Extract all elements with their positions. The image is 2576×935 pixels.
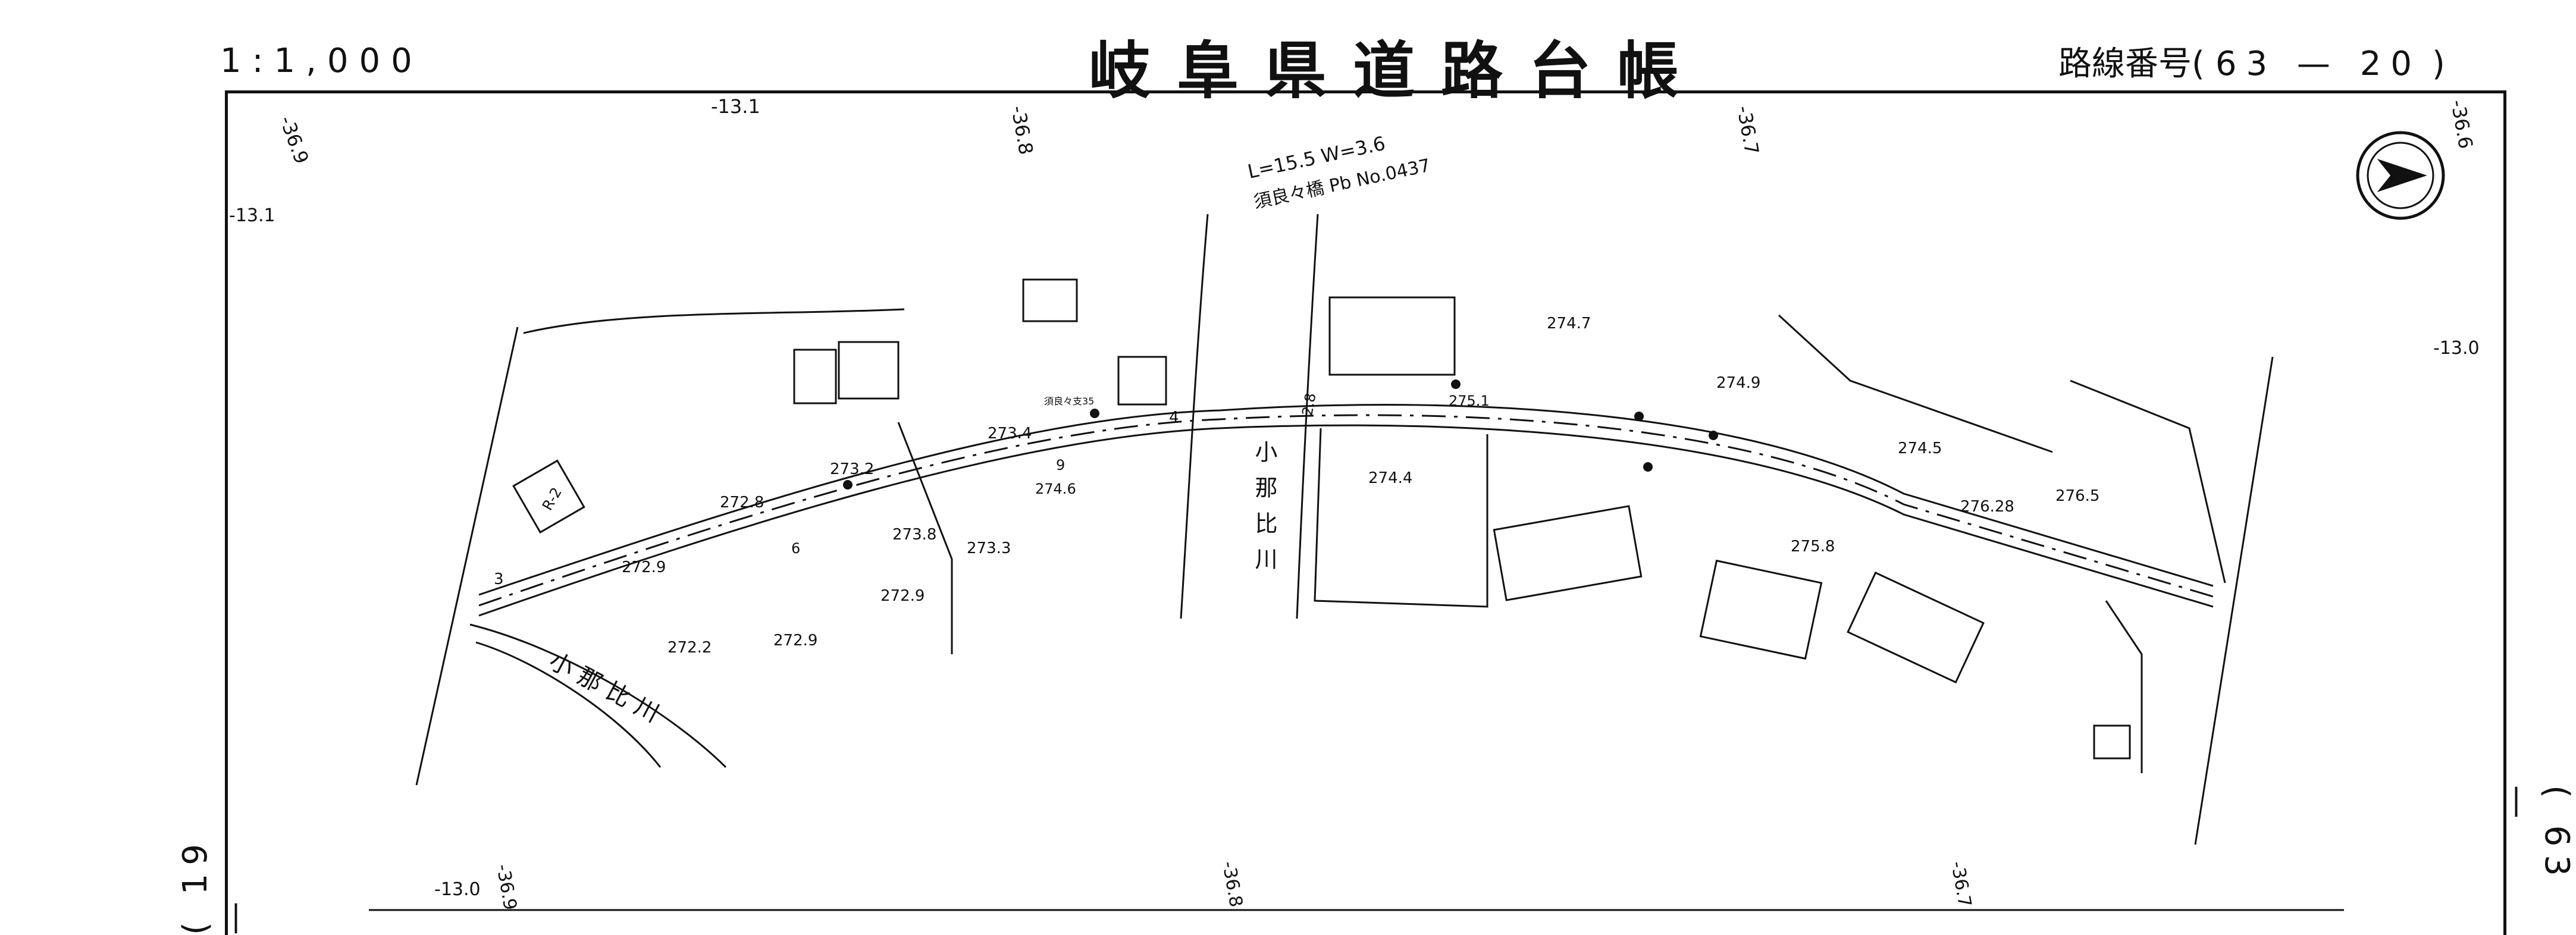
building-9 bbox=[512, 459, 585, 534]
elevation-3: 275.1 bbox=[1449, 393, 1490, 409]
grid-label-11: -36.7 bbox=[1947, 859, 1975, 909]
elevation-9: 273.4 bbox=[988, 425, 1032, 443]
elevation-16: 272.9 bbox=[880, 587, 925, 605]
road-edge-lower bbox=[478, 424, 2214, 617]
elevation-14: 273.3 bbox=[967, 539, 1011, 557]
road-mark-1: 4 bbox=[1169, 409, 1179, 426]
elevation-17: 272.2 bbox=[667, 639, 712, 657]
elevation-2: 274.9 bbox=[1716, 374, 1760, 392]
elevation-1: 274.7 bbox=[1547, 315, 1591, 332]
elevation-11: 273.2 bbox=[830, 460, 874, 478]
building-3 bbox=[1022, 278, 1078, 322]
elevation-10: 274.6 bbox=[1035, 481, 1076, 497]
grid-label-3: -36.8 bbox=[1007, 104, 1038, 156]
elevation-6: 276.5 bbox=[2055, 487, 2099, 505]
river-bank-right bbox=[1296, 214, 1319, 619]
parcel-line-1 bbox=[523, 308, 905, 334]
river-bank-lower-1 bbox=[469, 623, 727, 768]
grid-label-6: -13.1 bbox=[229, 205, 275, 226]
building-2 bbox=[838, 341, 900, 400]
elevation-7: 275.8 bbox=[1791, 538, 1835, 556]
road-mark-2: 2.8 bbox=[1299, 392, 1319, 417]
grid-label-8: -13.0 bbox=[434, 879, 481, 900]
route-number-label: 路線番号( 63 — 20) bbox=[2058, 37, 2445, 85]
grid-label-9: -36.9 bbox=[492, 862, 521, 912]
parcel-line-5 bbox=[1778, 314, 2053, 453]
river-label-lower: 小那比川 bbox=[544, 647, 670, 732]
elevation-13: 273.8 bbox=[892, 526, 936, 544]
parcel-line-7 bbox=[415, 327, 519, 786]
scale-label: 1:1,000 bbox=[220, 42, 423, 80]
elevation-18: 272.9 bbox=[773, 632, 817, 650]
road-edge-upper bbox=[478, 404, 2214, 596]
grid-label-4: -36.7 bbox=[1732, 104, 1763, 156]
parcel-line-4 bbox=[2070, 379, 2226, 583]
elevation-4: 274.5 bbox=[1898, 440, 1942, 457]
road-centerline bbox=[478, 414, 2214, 607]
parcel-line-8 bbox=[2194, 356, 2274, 845]
house-tag: R-2 bbox=[539, 485, 565, 513]
river-bank-left bbox=[1180, 214, 1209, 619]
grid-label-10: -36.8 bbox=[1218, 859, 1246, 909]
north-arrow-icon bbox=[2356, 131, 2445, 220]
river-bank-lower-2 bbox=[475, 641, 662, 768]
elevation-12: 272.8 bbox=[720, 494, 764, 512]
building-8 bbox=[1847, 571, 1985, 684]
building-4 bbox=[1117, 356, 1167, 406]
road-mark-4: 3 bbox=[494, 570, 504, 588]
parcel-line-2 bbox=[897, 422, 953, 654]
grid-label-2: -13.1 bbox=[711, 95, 760, 118]
elevation-5: 276.28 bbox=[1960, 498, 2014, 516]
route-number-value: 63 — 20 bbox=[2215, 45, 2421, 83]
parcel-line-6 bbox=[2105, 600, 2143, 773]
building-5 bbox=[1328, 296, 1456, 376]
grid-label-5: -36.6 bbox=[2446, 98, 2477, 150]
route-label-close: ) bbox=[2431, 45, 2445, 83]
parcel-line-3 bbox=[1314, 428, 1488, 608]
grid-label-7: -13.0 bbox=[2433, 338, 2480, 359]
road-mark-3: 9 bbox=[1056, 457, 1065, 473]
utility-pole-markers bbox=[843, 379, 1718, 490]
river-label-vertical: 小那比川 bbox=[1251, 440, 1277, 583]
route-label-text: 路線番号( bbox=[2058, 45, 2205, 83]
small-label: 須良々支35 bbox=[1044, 396, 1094, 407]
elevation-8: 274.4 bbox=[1368, 469, 1412, 487]
building-6 bbox=[1493, 505, 1643, 601]
grid-label-1: -36.9 bbox=[275, 113, 313, 167]
map-frame bbox=[225, 90, 2506, 935]
page-title: 岐阜県道路台帳 bbox=[1089, 34, 1706, 107]
road-mark-5: 6 bbox=[791, 540, 800, 557]
elevation-15: 272.9 bbox=[622, 559, 666, 576]
building-7 bbox=[1699, 559, 1823, 660]
building-10 bbox=[2093, 724, 2131, 760]
building-1 bbox=[793, 349, 837, 404]
